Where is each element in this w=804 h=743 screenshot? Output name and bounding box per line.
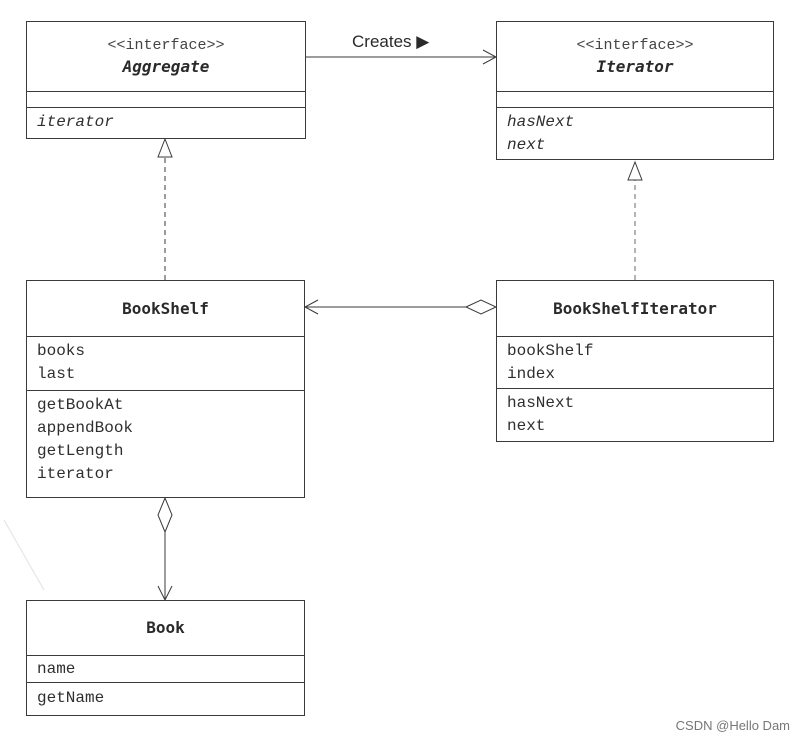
method-item: iterator <box>37 465 114 483</box>
creates-label: Creates ▶ <box>352 32 430 51</box>
class-name: BookShelf <box>122 298 209 318</box>
iterator-class-box: <<interface>> Iterator hasNext next <box>496 21 774 160</box>
aggregate-class-box: <<interface>> Aggregate iterator <box>26 21 306 139</box>
open-arrowhead-icon <box>303 299 319 315</box>
field-item: bookShelf <box>507 342 594 360</box>
scan-mark <box>3 519 45 591</box>
class-header: <<interface>> Iterator <box>497 22 773 92</box>
method-item: next <box>507 417 546 435</box>
methods-section: hasNext next <box>497 389 773 441</box>
class-header: BookShelfIterator <box>497 281 773 337</box>
bookshelf-iterator-class-box: BookShelfIterator bookShelf index hasNex… <box>496 280 774 442</box>
fields-section: books last <box>27 337 304 391</box>
stereotype-label: <<interface>> <box>107 36 225 54</box>
field-item: index <box>507 365 556 383</box>
method-item: next <box>507 136 546 154</box>
method-item: iterator <box>37 113 114 131</box>
hollow-diamond-icon <box>157 496 173 534</box>
method-item: hasNext <box>507 394 575 412</box>
hollow-diamond-icon <box>464 299 498 315</box>
methods-section: iterator <box>27 108 305 138</box>
fields-section: name <box>27 656 304 683</box>
class-name: Aggregate <box>122 56 210 76</box>
class-header: Book <box>27 601 304 656</box>
class-header: <<interface>> Aggregate <box>27 22 305 92</box>
field-item: name <box>37 660 76 678</box>
method-item: getBookAt <box>37 396 124 414</box>
class-name: Book <box>146 618 185 637</box>
methods-section: getName <box>27 683 304 715</box>
method-item: getLength <box>37 442 124 460</box>
bookshelf-class-box: BookShelf books last getBookAt appendBoo… <box>26 280 305 498</box>
hollow-triangle-icon <box>157 137 173 158</box>
method-item: appendBook <box>37 419 134 437</box>
class-name: Iterator <box>596 56 674 76</box>
book-class-box: Book name getName <box>26 600 305 716</box>
fields-section: bookShelf index <box>497 337 773 389</box>
field-item: books <box>37 342 86 360</box>
stereotype-label: <<interface>> <box>576 36 694 54</box>
fields-section <box>27 92 305 108</box>
hollow-triangle-icon <box>627 160 643 181</box>
field-item: last <box>37 365 76 383</box>
methods-section: hasNext next <box>497 108 773 159</box>
methods-section: getBookAt appendBook getLength iterator <box>27 391 304 497</box>
class-name: BookShelfIterator <box>553 298 717 318</box>
watermark-text: CSDN @Hello Dam <box>675 718 790 733</box>
fields-section <box>497 92 773 108</box>
method-item: hasNext <box>507 113 575 131</box>
class-header: BookShelf <box>27 281 304 337</box>
method-item: getName <box>37 689 105 707</box>
